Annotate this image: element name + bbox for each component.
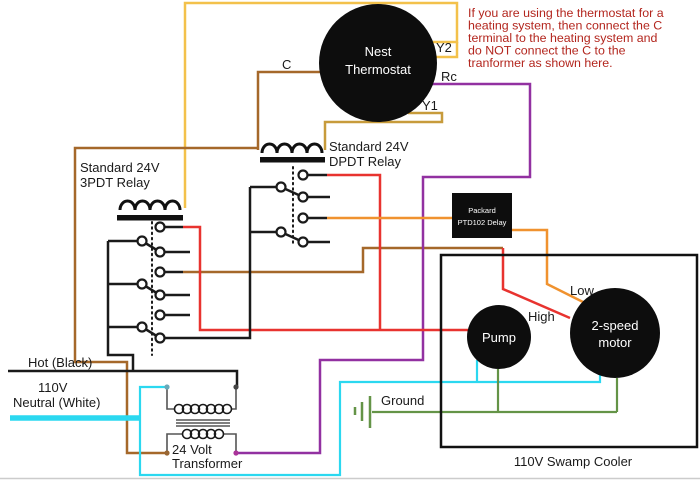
dpdt-common-bus	[160, 187, 252, 340]
swamp-cooler-label: 110V Swamp Cooler	[514, 454, 633, 469]
neutral-wires	[10, 360, 602, 477]
transformer-core	[176, 419, 230, 427]
transformer-label-2: Transformer	[172, 456, 243, 471]
swamp-cooler-box	[439, 253, 699, 449]
3pdt-coil-core	[117, 215, 183, 221]
delay-label-2: PTD102 Delay	[458, 218, 507, 227]
low-speed-wire	[512, 228, 586, 305]
c-wire-to-dpdt-coil	[256, 70, 322, 150]
warning-text: If you are using the thermostat for a he…	[468, 6, 664, 70]
110v-label: 110V	[38, 380, 68, 395]
terminal-y1-label: Y1	[422, 98, 438, 113]
c-wire-to-transformer	[73, 146, 258, 455]
rc-wire-run	[238, 82, 532, 455]
y1-wire	[323, 111, 444, 150]
y1-wire-run	[323, 111, 444, 150]
dpdt-coil-icon	[260, 142, 324, 154]
warning-line: tranformer as shown here.	[468, 56, 613, 70]
c-wires	[73, 70, 503, 455]
terminal-y2-label: Y2	[436, 40, 452, 55]
transformer-label-1: 24 Volt	[172, 442, 212, 457]
y2-wire	[183, 1, 459, 208]
neutral-label: Neutral (White)	[13, 395, 100, 410]
nest-thermostat	[319, 4, 437, 122]
ground-label: Ground	[381, 393, 424, 408]
ground-wires	[353, 369, 619, 428]
dpdt-relay-label-2: DPDT Relay	[329, 154, 402, 169]
hot-label: Hot (Black)	[28, 355, 92, 370]
dpdt-to-pump-wire	[327, 173, 382, 330]
terminal-c-label: C	[282, 57, 291, 72]
thermostat-label-2: Thermostat	[345, 62, 411, 77]
dpdt-coil-core	[260, 157, 325, 163]
warning-line: terminal to the heating system and	[468, 31, 658, 45]
relay-to-pump-wire	[183, 225, 468, 332]
y2-terminal-tab	[433, 42, 459, 59]
3pdt-relay-label-2: 3PDT Relay	[80, 175, 150, 190]
low-speed-label: Low	[570, 283, 594, 298]
pump-label: Pump	[482, 330, 516, 345]
y2-wire-run	[183, 1, 459, 208]
delay-box	[452, 193, 512, 238]
switch-contacts	[136, 169, 309, 344]
delay-label-1: Packard	[468, 206, 496, 215]
3pdt-relay-label-1: Standard 24V	[80, 160, 160, 175]
rc-wire	[238, 82, 532, 455]
hot-line	[8, 369, 239, 387]
motor-label-2: motor	[598, 335, 632, 350]
high-speed-wire	[501, 248, 571, 320]
transformer-primary-coil	[173, 403, 233, 415]
warning-line: heating system, then connect the C	[468, 19, 662, 33]
warning-line: do NOT connect the C to the	[468, 44, 626, 58]
high-speed-label: High	[528, 309, 555, 324]
orange-wires	[327, 216, 586, 305]
dpdt-relay-label-1: Standard 24V	[329, 139, 409, 154]
thermostat-label-1: Nest	[365, 44, 392, 59]
relay-common-bus	[106, 241, 135, 371]
relay-to-high-wire	[183, 246, 503, 274]
motor-label-1: 2-speed	[592, 318, 639, 333]
terminal-rc-label: Rc	[441, 69, 457, 84]
red-wires	[183, 173, 571, 332]
warning-line: If you are using the thermostat for a	[468, 6, 664, 20]
transformer-icon	[166, 387, 237, 453]
ground-symbol-icon	[353, 396, 372, 428]
transformer-terminals	[164, 384, 239, 456]
relay-linkages	[151, 166, 294, 356]
neutral-run	[138, 375, 602, 477]
two-speed-motor	[570, 288, 660, 378]
transformer-secondary-coil	[181, 428, 225, 440]
pump	[467, 305, 531, 369]
3pdt-coil-icon	[118, 199, 182, 211]
